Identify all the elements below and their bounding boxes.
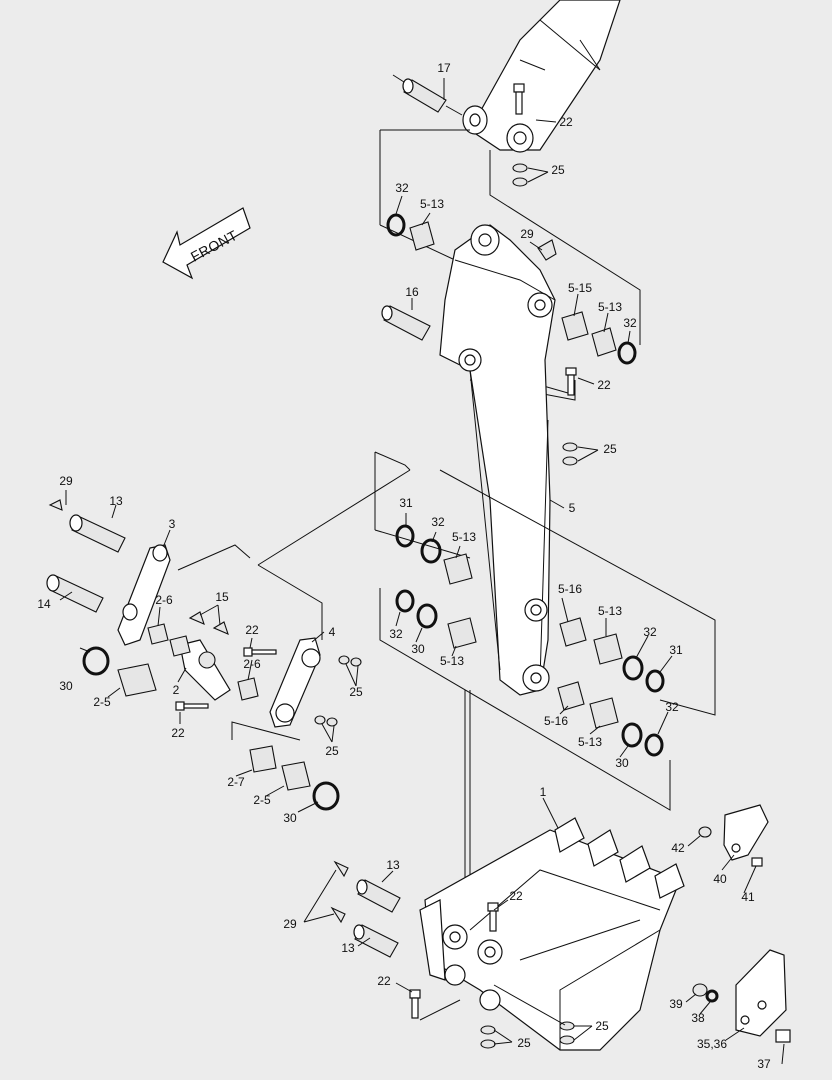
bolt-22-top <box>513 83 525 115</box>
callout-label: 37 <box>757 1057 771 1071</box>
callout-label: 32 <box>623 316 637 330</box>
callout-label: 13 <box>386 858 400 872</box>
callout-label: 22 <box>597 378 611 392</box>
front-arrow: FRONT <box>162 207 251 280</box>
callout-label: 2-6 <box>243 657 261 671</box>
callout-label: 22 <box>559 115 573 129</box>
callout-label: 35,36 <box>697 1037 727 1051</box>
pin-17 <box>392 74 463 116</box>
callout-label: 5-13 <box>452 530 476 544</box>
grease-fitting-29-top <box>537 239 557 261</box>
callout-label: 25 <box>349 685 363 699</box>
callout-label: 29 <box>520 227 534 241</box>
callout-label: 22 <box>171 726 185 740</box>
callout-label: 5 <box>569 501 576 515</box>
callout-label: 32 <box>431 515 445 529</box>
callout-label: 14 <box>37 597 51 611</box>
callout-label: 5-16 <box>544 714 568 728</box>
callout-label: 32 <box>395 181 409 195</box>
pins-13-14-left <box>46 499 126 613</box>
link-bushings <box>82 623 340 811</box>
callout-label: 25 <box>325 744 339 758</box>
callout-label: 32 <box>389 627 403 641</box>
boom-head-parts <box>386 213 637 466</box>
link-fasteners <box>175 611 362 727</box>
callout-label: 30 <box>59 679 73 693</box>
leader-lines <box>59 78 785 1065</box>
callout-label: 29 <box>283 917 297 931</box>
callout-label: 30 <box>283 811 297 825</box>
callout-label: 15 <box>215 590 229 604</box>
nuts-25-top <box>512 163 528 187</box>
callout-label: 25 <box>595 1019 609 1033</box>
callout-label: 38 <box>691 1011 705 1025</box>
callout-label: 5-13 <box>598 300 622 314</box>
callout-label: 17 <box>437 61 451 75</box>
callout-label: 30 <box>615 756 629 770</box>
callout-label: 2-6 <box>155 593 173 607</box>
callout-label: 31 <box>399 496 413 510</box>
callout-label: 16 <box>405 285 419 299</box>
bucket <box>419 829 681 1051</box>
pin-16 <box>381 305 431 341</box>
callout-label: 2-7 <box>227 775 245 789</box>
callout-label: 31 <box>669 643 683 657</box>
callout-label: 29 <box>59 474 73 488</box>
callout-label: 13 <box>109 494 123 508</box>
callout-label: 41 <box>741 890 755 904</box>
callout-label: 22 <box>509 889 523 903</box>
callout-label: 2-5 <box>253 793 271 807</box>
callout-label: 2 <box>173 683 180 697</box>
boom-foot-parts <box>395 524 665 757</box>
callout-label: 5-15 <box>568 281 592 295</box>
links-assembly <box>117 544 321 728</box>
bucket-pins <box>330 860 401 958</box>
callout-label: 13 <box>341 941 355 955</box>
callout-label: 32 <box>643 625 657 639</box>
callout-label: 5-13 <box>440 654 464 668</box>
callout-label: 1 <box>540 785 547 799</box>
callout-label: 30 <box>411 642 425 656</box>
callout-label: 40 <box>713 872 727 886</box>
callout-label: 5-13 <box>420 197 444 211</box>
callout-label: 32 <box>665 700 679 714</box>
callout-label: 22 <box>377 974 391 988</box>
callout-label: 25 <box>603 442 617 456</box>
callout-label: 5-13 <box>578 735 602 749</box>
callout-label: 5-13 <box>598 604 622 618</box>
bucket-teeth <box>554 817 685 899</box>
side-cutter-40 <box>698 804 769 867</box>
callout-label: 4 <box>329 625 336 639</box>
callout-label: 3 <box>169 517 176 531</box>
callout-label: 25 <box>551 163 565 177</box>
callout-label: 25 <box>517 1036 531 1050</box>
callout-label: 39 <box>669 997 683 1011</box>
boom <box>439 224 556 696</box>
callout-label: 22 <box>245 623 259 637</box>
side-cutter-35 <box>692 949 791 1043</box>
callout-label: 2-5 <box>93 695 111 709</box>
arm-end <box>462 0 621 153</box>
callout-label: 5-16 <box>558 582 582 596</box>
callout-label: 42 <box>671 841 685 855</box>
